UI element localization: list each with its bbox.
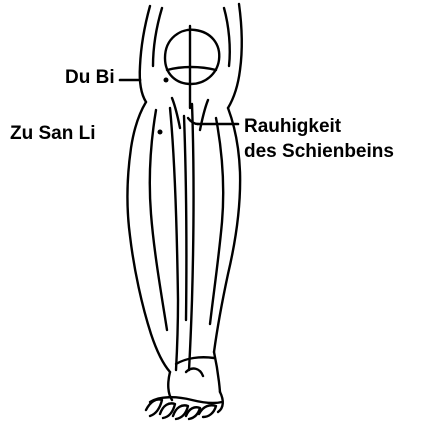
rauhigkeit-label-line1: Rauhigkeit [244,117,341,137]
knee-horizontal-line [167,67,216,70]
ankle-left-contour [168,372,172,400]
toe-5 [199,405,216,417]
ankle-strap [176,357,214,364]
du-bi-label: Du Bi [65,68,115,88]
thigh-left-outline [140,6,150,102]
thigh-left-inner-line [153,8,162,66]
rauhigkeit-label-line2: des Schienbeins [244,142,394,162]
medial-leg-outline [214,108,240,352]
fibula-line [184,116,186,320]
tuberosity-left-stroke [172,98,180,128]
calf-lateral-inner [150,110,167,330]
lateral-leg-outline [127,102,170,372]
thigh-right-inner-line [224,8,230,66]
tibia-left-edge [170,108,178,370]
patella-outline [165,30,219,84]
tuberosity-right-stroke [200,100,208,130]
ankle-bone [186,369,203,376]
zu-san-li-point [158,130,163,135]
calf-medial-inner [210,118,223,324]
zu-san-li-label: Zu San Li [10,124,96,144]
du-bi-point [164,78,169,83]
tibia-right-edge [189,104,194,370]
